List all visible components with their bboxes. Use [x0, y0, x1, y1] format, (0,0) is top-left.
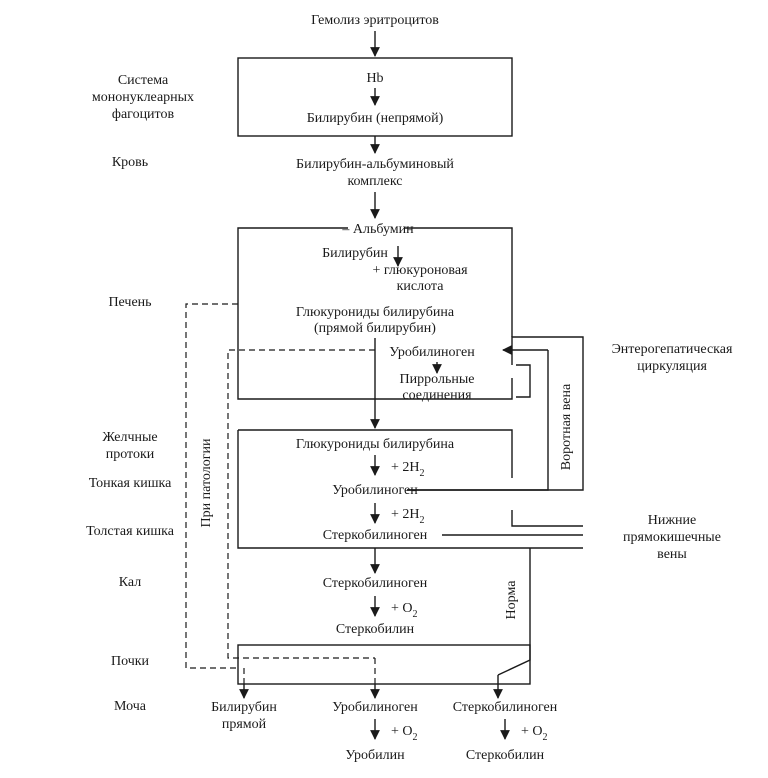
label-portal-vein: Воротная вена — [559, 383, 574, 470]
label-large-intestine: Толстая кишка — [86, 524, 175, 539]
label-bile-1: Желчные — [102, 430, 157, 445]
node-glucuronides-liver-1: Глюкурониды билирубина — [296, 305, 455, 320]
node-plus-2h-b: + 2H2 — [391, 507, 425, 526]
node-urine-stercobilinogen: Стеркобилиноген — [453, 700, 558, 715]
label-system-1: Система — [118, 73, 169, 88]
node-feces-plus-o2: + O2 — [391, 601, 418, 620]
side-labels: Система мононуклеарных фагоцитов Кровь П… — [86, 73, 194, 714]
node-urine-plus-o2-a: + O2 — [391, 724, 418, 743]
node-glucuronides-liver-2: (прямой билирубин) — [314, 321, 436, 336]
label-veins-2: прямокишечные — [623, 530, 721, 545]
label-liver: Печень — [108, 295, 151, 310]
label-system-2: мононуклеарных — [92, 90, 194, 105]
node-pyrrole-2: соединения — [402, 388, 472, 403]
label-entero-2: циркуляция — [637, 359, 707, 374]
label-kidneys: Почки — [111, 654, 150, 669]
node-urine-stercobilin: Стеркобилин — [466, 748, 545, 763]
node-intestine-urobilinogen: Уробилиноген — [332, 483, 418, 498]
label-system-3: фагоцитов — [112, 107, 175, 122]
node-urine-urobilin: Уробилин — [345, 748, 405, 763]
portal-vein-line — [407, 350, 549, 491]
node-bilirubin-indirect: Билирубин (непрямой) — [307, 111, 444, 126]
node-liver-urobilinogen: Уробилиноген — [389, 345, 475, 360]
node-intestine-glucuronides: Глюкурониды билирубина — [296, 437, 455, 452]
node-intestine-stercobilinogen: Стеркобилиноген — [323, 528, 428, 543]
node-hb: Hb — [366, 71, 383, 86]
node-plus-2h-a: + 2H2 — [391, 460, 425, 479]
node-complex-2: комплекс — [347, 174, 402, 189]
node-glucuronic-1: + глюкуроновая — [372, 263, 468, 278]
pathology-line-inner — [227, 349, 375, 659]
label-small-intestine: Тонкая кишка — [89, 476, 172, 491]
label-veins-1: Нижние — [648, 513, 696, 528]
label-pathology: При патологии — [199, 438, 214, 527]
node-urine-urobilinogen: Уробилиноген — [332, 700, 418, 715]
liver-box-top-right — [404, 227, 513, 337]
node-albumin: – Альбумин — [341, 222, 414, 237]
node-liver-bilirubin: Билирубин — [322, 246, 388, 261]
node-urine-plus-o2-b: + O2 — [521, 724, 548, 743]
node-complex-1: Билирубин-альбуминовый — [296, 157, 454, 172]
box-kidneys — [237, 644, 531, 685]
intestine-box-outline — [237, 429, 583, 549]
node-feces-stercobilin: Стеркобилин — [336, 622, 415, 637]
label-norm: Норма — [504, 580, 519, 620]
label-bile-2: протоки — [106, 447, 155, 462]
label-urine: Моча — [114, 699, 147, 714]
label-veins-3: вены — [657, 547, 687, 562]
node-pyrrole-1: Пиррольные — [400, 372, 475, 387]
label-blood: Кровь — [112, 155, 148, 170]
node-hemolysis: Гемолиз эритроцитов — [311, 13, 439, 28]
node-urine-bilirubin-2: прямой — [222, 717, 267, 732]
node-glucuronic-2: кислота — [397, 279, 445, 294]
node-urine-bilirubin-1: Билирубин — [211, 700, 277, 715]
label-feces: Кал — [119, 575, 141, 590]
pathology-line-outer — [185, 303, 238, 669]
pyrrole-loop — [516, 364, 531, 398]
node-feces-stercobilinogen: Стеркобилиноген — [323, 576, 428, 591]
label-entero-1: Энтерогепатическая — [612, 342, 733, 357]
